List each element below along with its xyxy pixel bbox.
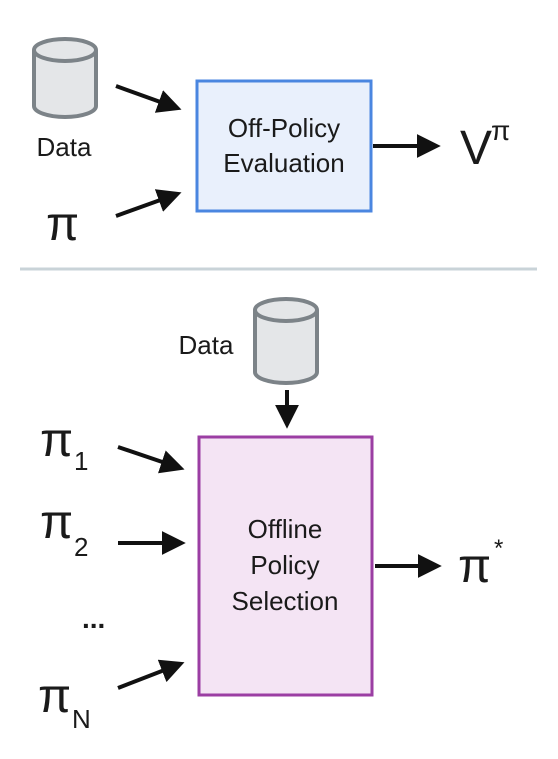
ope-box-line2: Evaluation [223,148,344,178]
policy-n-subscript: N [72,704,91,734]
ops-box-line3: Selection [232,586,339,616]
policy-1-symbol: π [40,414,73,467]
arrow-policy-to-ope [115,189,182,218]
bottom-database-icon [253,297,319,385]
top-data-label: Data [37,132,92,162]
ops-box-line1: Offline [248,514,323,544]
policy-1-subscript: 1 [74,446,88,476]
policy-2-symbol: π [40,496,73,549]
top-database-icon [32,37,98,119]
ops-output-pi: π [458,540,491,593]
policy-ellipsis: ... [82,603,105,634]
policy-2-subscript: 2 [74,532,88,562]
policy-n-symbol: π [38,670,71,723]
ope-box [195,79,373,213]
ope-output-v: V [460,122,492,175]
arrow-data-to-ope [115,84,182,113]
ops-output-superscript: * [494,535,503,562]
ops-box-line2: Policy [250,550,319,580]
arrow-policy-1-to-ops [117,445,185,474]
ope-output-superscript: π [491,115,510,146]
arrow-policy-n-to-ops [117,659,185,690]
ops-box [197,435,374,697]
ope-box-line1: Off-Policy [228,113,340,143]
bottom-data-label: Data [179,330,234,360]
top-policy-symbol: π [46,198,79,251]
